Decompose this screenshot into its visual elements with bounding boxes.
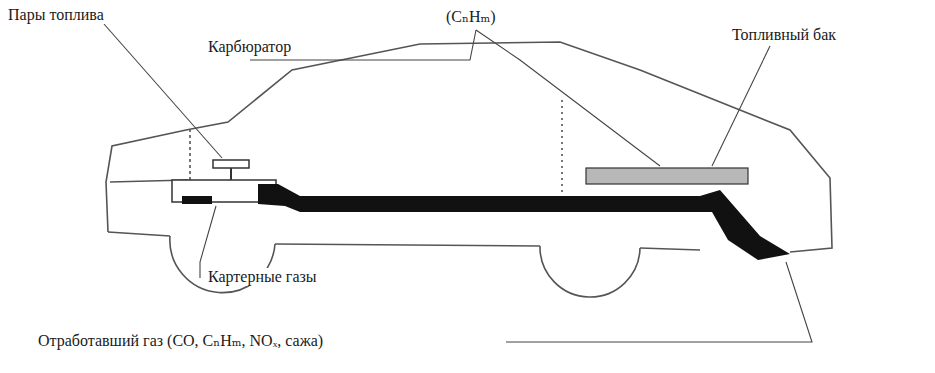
carburetor-symbol [213,160,249,168]
part-label: Картерные газы [206,268,319,286]
crankcase [182,196,212,204]
fuel-tank [586,168,748,184]
part-label: Пары топлива [6,6,106,24]
exhaust-pipe [258,184,790,260]
exhaust-label: Отработавший газ (CO, CₙHₘ, NOₓ, сажа) [36,332,325,350]
formula-label: (CₙHₘ) [444,8,498,26]
part-label: Карбюратор [206,38,293,56]
car-outline [106,42,832,297]
part-label: Топливный бак [730,26,838,44]
leader-lines [104,24,812,342]
